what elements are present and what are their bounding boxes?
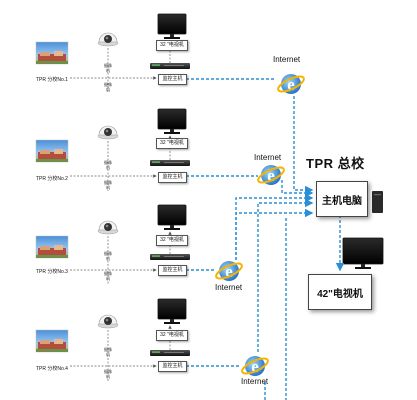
link-internet1-to-hq: [293, 96, 314, 195]
branch-1-camera-icon: [97, 32, 119, 47]
internet-icon-3: e: [215, 261, 243, 281]
link-internet3-to-hq: [235, 193, 314, 260]
link-internet4-to-hq: [257, 198, 314, 352]
internet-icon-4: e: [241, 356, 269, 376]
internet-label-1: Internet: [273, 55, 301, 64]
branch-3-tv-icon: [157, 204, 187, 230]
branch-2-photo: [35, 139, 69, 163]
internet-label-4: Internet: [241, 377, 269, 386]
hq-tv-label: 42"电视机: [317, 288, 363, 300]
internet-label-2: Internet: [254, 153, 282, 162]
branch-1-site-label: TPR 分校No.1: [36, 77, 68, 83]
branch-4-camera-label-a: 摄像机: [104, 347, 112, 357]
branch-2-camera-label-a: 摄像机: [104, 160, 112, 170]
hq-host-computer-box[interactable]: 主机电脑: [316, 181, 368, 217]
branch-2-camera-icon: [97, 125, 119, 140]
svg-text:e: e: [251, 357, 259, 376]
branch-4-host-label: 监控主机: [158, 361, 187, 372]
branch-3-camera-icon: [97, 220, 119, 235]
branch-2-camera-label-b: 摄像机: [104, 180, 112, 190]
internet-label-3: Internet: [215, 283, 243, 292]
link-internet2-to-hq: [281, 180, 314, 198]
branch-4-site-label: TPR 分校No.4: [36, 366, 68, 372]
link-internet3-to-hq-b: [235, 208, 314, 260]
branch-4-dvr-icon: [150, 350, 190, 356]
branch-2-tv-label: 32 "电视机: [156, 138, 188, 149]
branch-4-tv-icon: [157, 298, 187, 324]
branch-4-camera-label-b: 摄像机: [104, 369, 112, 379]
branch-3-camera-label-a: 摄像机: [104, 251, 112, 261]
hq-pc-tower-icon: [372, 191, 383, 213]
branch-1-photo: [35, 41, 69, 65]
branch-1-tv-label: 32 "电视机: [156, 40, 188, 51]
hq-host-label: 主机电脑: [322, 195, 362, 207]
svg-text:e: e: [267, 166, 275, 185]
branch-2-tv-icon: [157, 108, 187, 134]
branch-3-dvr-icon: [150, 254, 190, 260]
svg-text:e: e: [225, 262, 233, 281]
branch-1-host-label: 监控主机: [158, 74, 187, 85]
branch-1-camera-label-a: 摄像机: [104, 63, 112, 73]
hq-tv-icon: [342, 237, 384, 269]
branch-4-tv-label: 32 "电视机: [156, 330, 188, 341]
branch-2-host-label: 监控主机: [158, 172, 187, 183]
branch-1-tv-icon: [157, 13, 187, 39]
branch-3-photo: [35, 235, 69, 259]
branch-3-tv-label: 32 "电视机: [156, 235, 188, 246]
branch-2-site-label: TPR 分校No.2: [36, 176, 68, 182]
hq-tv-box[interactable]: 42"电视机: [308, 274, 372, 310]
branch-1-dvr-icon: [150, 63, 190, 69]
internet-icon-2: e: [257, 165, 285, 185]
svg-text:e: e: [287, 75, 295, 94]
branch-3-site-label: TPR 分校No.3: [36, 269, 68, 275]
branch-4-camera-icon: [97, 314, 119, 329]
branch-3-host-label: 监控主机: [158, 265, 187, 276]
hq-title: TPR 总校: [306, 156, 365, 171]
branch-1-camera-label-b: 摄像机: [104, 82, 112, 92]
branch-2-dvr-icon: [150, 160, 190, 166]
internet-icon-1: e: [277, 74, 305, 94]
branch-4-photo: [35, 329, 69, 353]
branch-3-camera-label-b: 摄像机: [104, 271, 112, 281]
